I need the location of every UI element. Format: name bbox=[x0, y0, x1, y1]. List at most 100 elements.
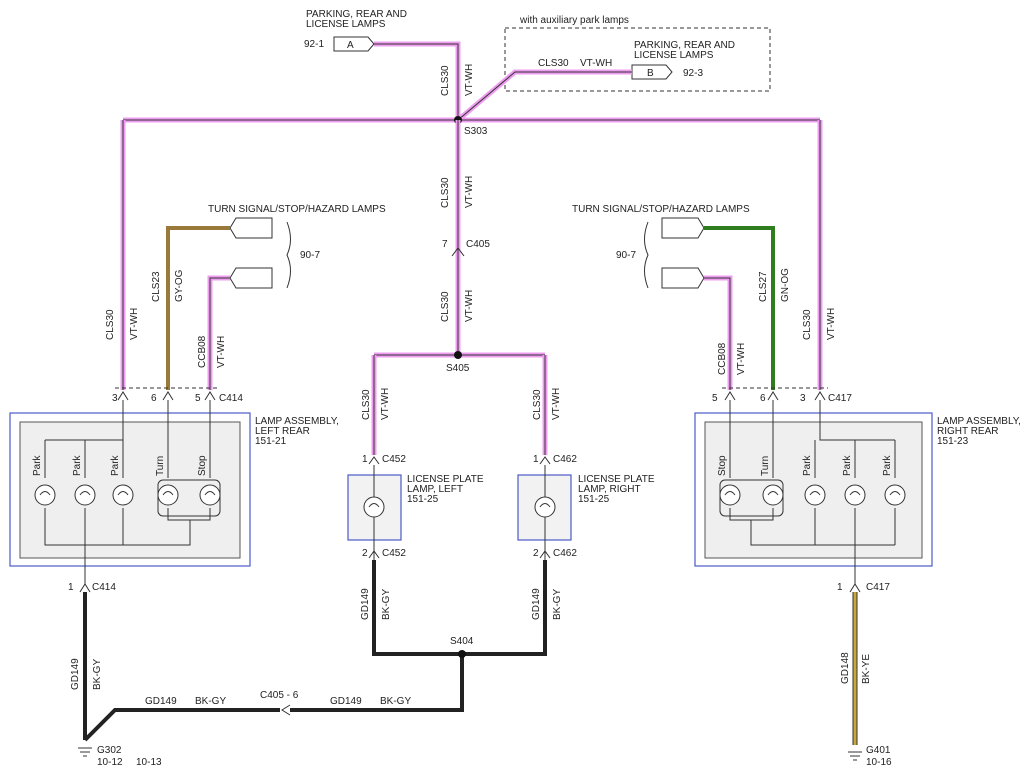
bulb-label-r2: Turn bbox=[760, 456, 771, 476]
splice-s303-label: S303 bbox=[464, 126, 488, 137]
c462-top-label: C462 bbox=[553, 454, 577, 465]
splice-s404-label: S404 bbox=[450, 636, 474, 647]
aux-circuit: CLS30 bbox=[538, 58, 569, 69]
bulb-icon-r5 bbox=[884, 484, 906, 506]
park-right-title-1: PARKING, REAR AND bbox=[634, 40, 735, 51]
c417-pin1: 1 bbox=[837, 582, 843, 593]
wire-gd149-to-c405 bbox=[83, 708, 280, 742]
c405-ref-label: C405 - 6 bbox=[260, 690, 299, 701]
c452-bottom-label: C452 bbox=[382, 548, 406, 559]
bulb-icon-l3 bbox=[112, 484, 134, 506]
wire-label-vtwh-center1: VT-WH bbox=[464, 176, 475, 208]
c462-bottom-label: C462 bbox=[553, 548, 577, 559]
wire-label-gyog: GY-OG bbox=[174, 269, 185, 302]
wire-label-vtwh-left: VT-WH bbox=[129, 308, 140, 340]
bulb-label-l3: Park bbox=[110, 454, 121, 476]
turn-right-connector-2[interactable] bbox=[661, 267, 705, 289]
wire-label-gd149-bottom1: GD149 bbox=[145, 696, 177, 707]
wire-label-gnog: GN-OG bbox=[780, 268, 791, 302]
wire-label-vtwh-ccb-left: VT-WH bbox=[216, 336, 227, 368]
wire-ccb08-left bbox=[207, 275, 230, 390]
connector-a[interactable] bbox=[333, 36, 375, 52]
bulb-label-r5: Park bbox=[882, 454, 893, 476]
wire-label-ccb08-right: CCB08 bbox=[717, 342, 728, 375]
turn-right-connector-1[interactable] bbox=[661, 217, 705, 239]
turn-right-brace bbox=[644, 221, 649, 289]
turn-left-ref: 90-7 bbox=[300, 250, 320, 261]
wire-label-bkye: BK-YE bbox=[861, 654, 872, 684]
turn-right-ref: 90-7 bbox=[616, 250, 636, 261]
g302-ref2: 10-13 bbox=[136, 757, 162, 768]
wire-label-ccb08-left: CCB08 bbox=[197, 335, 208, 368]
park-left-title-2: LICENSE LAMPS bbox=[306, 19, 386, 30]
connector-b-label: B bbox=[647, 68, 654, 79]
bulb-icon-l5 bbox=[199, 484, 221, 506]
aux-color: VT-WH bbox=[580, 58, 612, 69]
wire-label-gd148: GD148 bbox=[840, 652, 851, 684]
wire-label-bkgy-bottom1: BK-GY bbox=[195, 696, 226, 707]
bulb-label-l1: Park bbox=[32, 454, 43, 476]
turn-right-title: TURN SIGNAL/STOP/HAZARD LAMPS bbox=[572, 204, 750, 215]
wire-label-cls30-c452: CLS30 bbox=[361, 389, 372, 420]
aux-option-box bbox=[504, 27, 771, 92]
plate-left-bulb-icon bbox=[363, 496, 385, 518]
c405-label: C405 bbox=[466, 239, 490, 250]
aux-note: with auxiliary park lamps bbox=[519, 15, 629, 26]
lamp-left-title-1: LAMP ASSEMBLY, bbox=[255, 416, 339, 427]
lamp-left-ref: 151-21 bbox=[255, 436, 287, 447]
lamp-right-outer bbox=[694, 412, 933, 567]
g401-ref: 10-16 bbox=[866, 757, 892, 768]
c414-bottom-label: C414 bbox=[92, 582, 116, 593]
bulb-label-l2: Park bbox=[72, 454, 83, 476]
splice-s405 bbox=[454, 351, 462, 359]
wire-label-vtwh-center2: VT-WH bbox=[464, 290, 475, 322]
wire-label-bkgy-bottom2: BK-GY bbox=[380, 696, 411, 707]
turn-left-connector-2[interactable] bbox=[229, 267, 273, 289]
c462-pin2: 2 bbox=[533, 548, 539, 559]
ref-left: 92-1 bbox=[304, 39, 324, 50]
plate-left-title-1: LICENSE PLATE bbox=[407, 474, 484, 485]
c417-pin3: 3 bbox=[800, 393, 806, 404]
plate-right-title-2: LAMP, RIGHT bbox=[578, 484, 641, 495]
bulb-icon-r3 bbox=[804, 484, 826, 506]
wire-label-cls27: CLS27 bbox=[758, 271, 769, 302]
c414-pin3: 3 bbox=[112, 393, 118, 404]
wire-label-cls30-right: CLS30 bbox=[802, 309, 813, 340]
wire-label-vtwh-ccb-right: VT-WH bbox=[736, 343, 747, 375]
turn-left-connector-1[interactable] bbox=[229, 217, 273, 239]
connector-a-label: A bbox=[347, 40, 354, 51]
plate-right-ref: 151-25 bbox=[578, 494, 610, 505]
ground-g401-icon bbox=[848, 751, 862, 761]
bulb-icon-r2 bbox=[762, 484, 784, 506]
park-left-title-1: PARKING, REAR AND bbox=[306, 9, 407, 20]
wire-label-gd149-c462: GD149 bbox=[531, 588, 542, 620]
c452-top-label: C452 bbox=[382, 454, 406, 465]
lamp-right-title-1: LAMP ASSEMBLY, bbox=[937, 416, 1021, 427]
connector-c405-symbol bbox=[451, 247, 465, 257]
bulb-icon-l4 bbox=[157, 484, 179, 506]
c414-label: C414 bbox=[219, 393, 243, 404]
wire-label-gd149-bottom2: GD149 bbox=[330, 696, 362, 707]
c414-pin1: 1 bbox=[68, 582, 74, 593]
connector-b[interactable] bbox=[631, 64, 673, 80]
c414-pin5: 5 bbox=[195, 393, 201, 404]
lamp-right-ref: 151-23 bbox=[937, 436, 969, 447]
wire-label-vtwh-top: VT-WH bbox=[464, 64, 475, 96]
wire-label-cls30-center1: CLS30 bbox=[440, 177, 451, 208]
c417-pin5: 5 bbox=[712, 393, 718, 404]
wire-cls23 bbox=[166, 226, 230, 390]
plate-left-ref: 151-25 bbox=[407, 494, 439, 505]
wire-label-cls30-top: CLS30 bbox=[440, 65, 451, 96]
lamp-left-outer bbox=[9, 412, 251, 567]
bulb-icon-l1 bbox=[34, 484, 56, 506]
wire-label-cls30-center2: CLS30 bbox=[440, 291, 451, 322]
wire-label-bkgy-left: BK-GY bbox=[92, 659, 103, 690]
bulb-label-r4: Park bbox=[842, 454, 853, 476]
bulb-label-r1: Stop bbox=[717, 455, 728, 476]
bulb-icon-r1 bbox=[719, 484, 741, 506]
park-right-title-2: LICENSE LAMPS bbox=[634, 50, 714, 61]
bulb-label-l5: Stop bbox=[197, 455, 208, 476]
wire-label-cls30-c462: CLS30 bbox=[532, 389, 543, 420]
bulb-label-l4: Turn bbox=[155, 456, 166, 476]
